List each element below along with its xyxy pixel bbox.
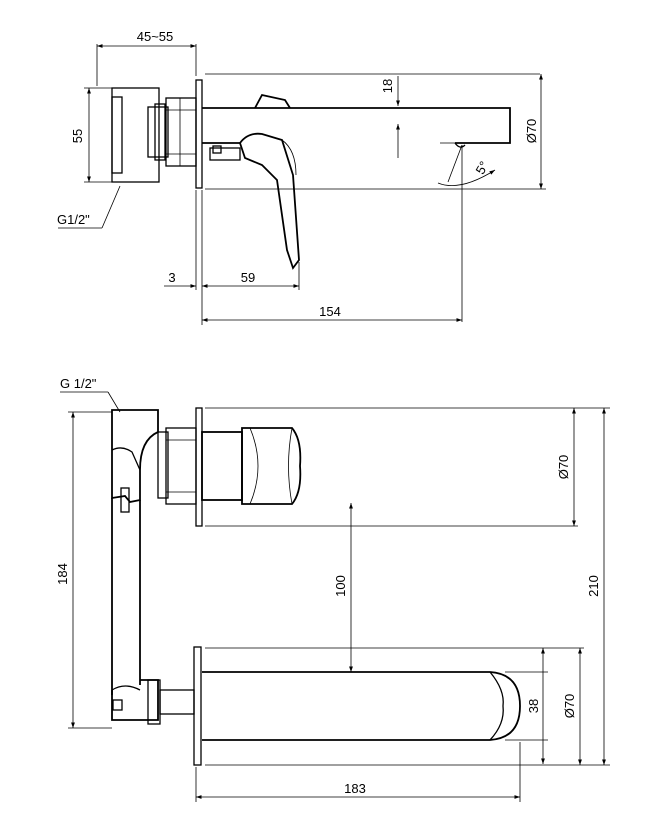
dim-diameter-front-top-label: Ø70 — [556, 455, 571, 480]
dim-spout-length-label: 154 — [319, 304, 341, 319]
dim-body-height-label: 184 — [55, 563, 70, 585]
thread-label-top: G1/2" — [57, 212, 90, 227]
front-view: G 1/2" 184 Ø70 100 210 — [55, 376, 610, 802]
dim-spout-length: 154 — [202, 304, 462, 322]
dim-diameter-front-bottom-label: Ø70 — [562, 694, 577, 719]
dim-angle: 5° — [437, 144, 496, 322]
top-lever — [209, 93, 300, 270]
dim-spout-offset-label: 18 — [380, 79, 395, 93]
top-spout — [202, 107, 511, 148]
top-view: 45~55 55 G1/2" 18 Ø70 — [57, 29, 546, 325]
thread-leader-top: G1/2" — [57, 185, 121, 229]
dim-spout-offset: 18 — [205, 73, 540, 158]
dim-spout-height: 38 — [205, 647, 584, 764]
dim-spout-width-label: 183 — [344, 781, 366, 796]
dim-wall-depth: 45~55 — [96, 29, 197, 86]
top-body — [111, 79, 203, 189]
dim-total-height-label: 210 — [586, 575, 601, 597]
dim-wall-depth-label: 45~55 — [137, 29, 174, 44]
dim-total-height: 210 — [205, 408, 610, 766]
front-lever-head — [201, 427, 302, 505]
dim-spacing: 100 — [333, 503, 353, 672]
thread-label-front: G 1/2" — [60, 376, 97, 391]
dim-plate-lever: 3 59 — [164, 190, 300, 325]
dim-spacing-label: 100 — [333, 575, 348, 597]
front-body — [111, 407, 203, 766]
dim-diameter-top-view: Ø70 — [205, 74, 546, 190]
dim-spout-height-label: 38 — [526, 699, 541, 713]
dim-height: 55 — [70, 87, 112, 183]
thread-leader-front: G 1/2" — [60, 376, 121, 413]
dim-diameter-front-bottom: Ø70 — [562, 648, 582, 765]
dim-lever-label: 59 — [241, 270, 255, 285]
front-spout — [202, 671, 521, 741]
dim-body-height: 184 — [55, 411, 112, 729]
dim-diameter-front-top: Ø70 — [205, 407, 610, 527]
dim-plate-label: 3 — [168, 270, 175, 285]
dim-spout-width: 183 — [195, 742, 521, 802]
dim-height-label: 55 — [70, 129, 85, 143]
dim-diameter-top-view-label: Ø70 — [524, 119, 539, 144]
